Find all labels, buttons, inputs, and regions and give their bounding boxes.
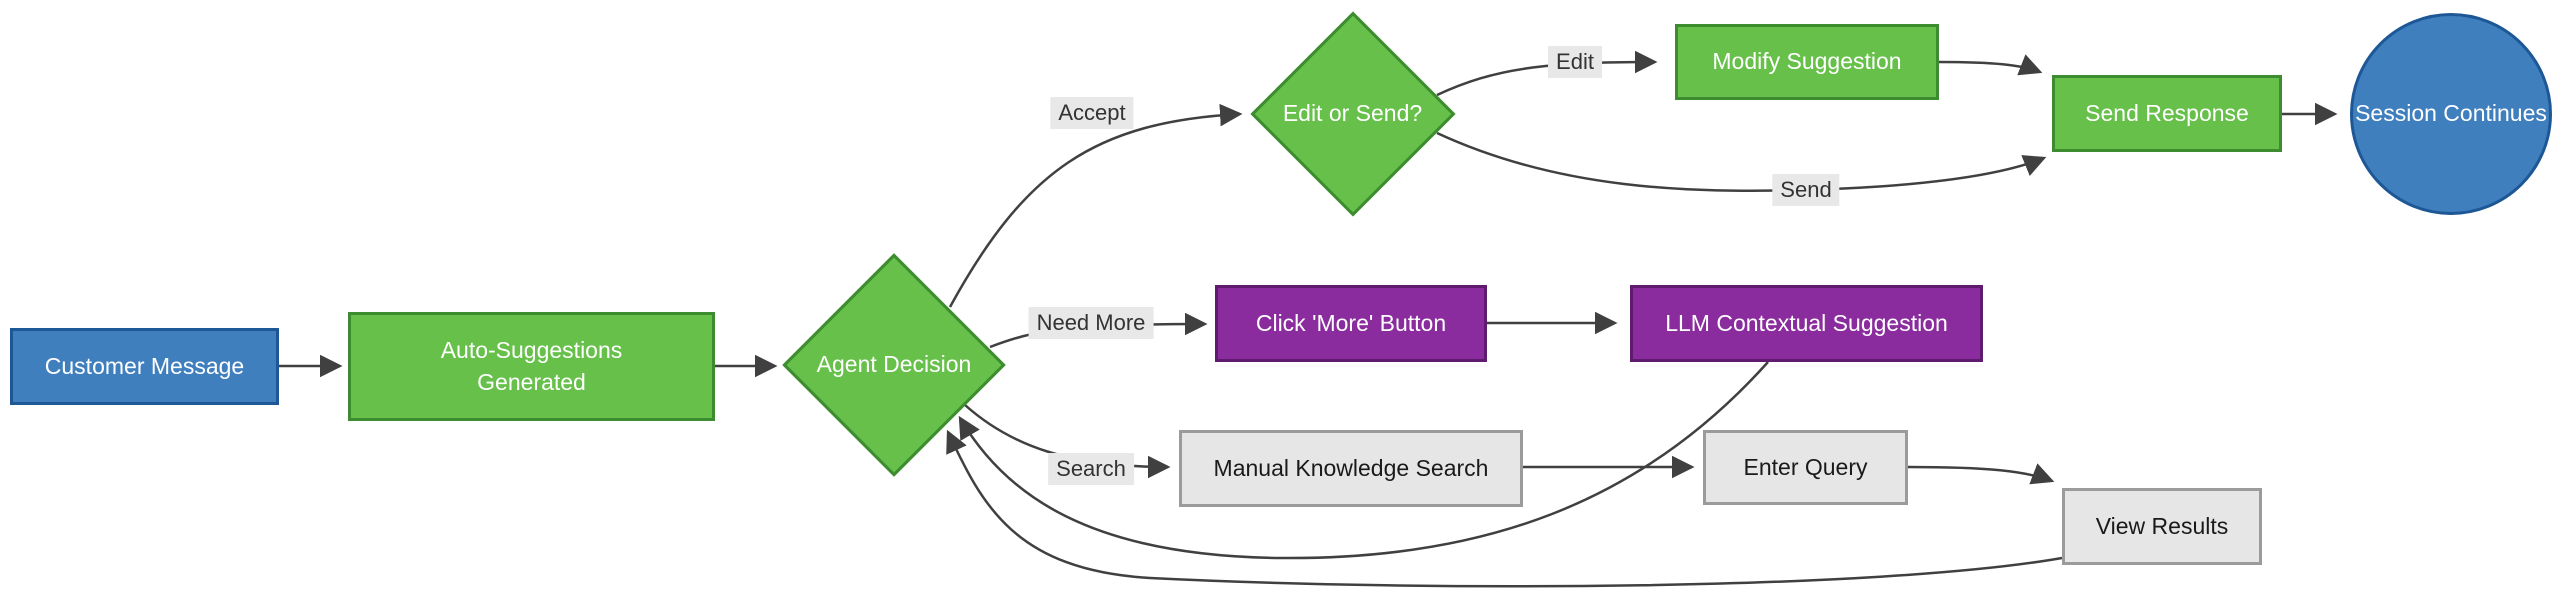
node-customer-message-label: Customer Message (44, 352, 245, 379)
node-send-response: Send Response (2052, 75, 2282, 152)
edge-label-accept: Accept (1050, 97, 1134, 129)
node-modify-suggestion-label: Modify Suggestion (1712, 48, 1902, 75)
node-auto-suggestions-label: Auto-Suggestions Generated (440, 337, 623, 395)
node-session-continues: Session Continues (2350, 13, 2552, 215)
node-customer-message: Customer Message (10, 328, 279, 405)
edge-label-send: Send (1772, 174, 1840, 206)
edge-label-edit: Edit (1548, 46, 1602, 78)
node-edit-or-send: Edit or Send? (1249, 11, 1456, 217)
edge-editsend-to-modify (1436, 50, 1658, 97)
edge-label-need-more: Need More (1028, 307, 1154, 339)
node-click-more-button: Click 'More' Button (1215, 285, 1487, 362)
node-manual-knowledge-search: Manual Knowledge Search (1179, 430, 1523, 507)
edge-label-search: Search (1048, 453, 1134, 485)
node-enter-query-label: Enter Query (1743, 453, 1868, 480)
edge-viewresults-to-decision (946, 429, 2063, 588)
node-auto-suggestions: Auto-Suggestions Generated (348, 312, 715, 421)
node-enter-query: Enter Query (1703, 430, 1908, 505)
node-edit-or-send-label: Edit or Send? (1282, 100, 1423, 127)
node-llm-contextual-suggestion-label: LLM Contextual Suggestion (1665, 309, 1948, 336)
node-send-response-label: Send Response (2085, 99, 2249, 126)
node-click-more-button-label: Click 'More' Button (1255, 309, 1447, 336)
edge-decision-to-editsend (948, 103, 1243, 308)
node-modify-suggestion: Modify Suggestion (1675, 24, 1939, 100)
edge-llm-to-decision (958, 361, 1769, 560)
node-session-continues-label: Session Continues (2355, 100, 2547, 127)
node-agent-decision: Agent Decision (782, 253, 1006, 477)
node-agent-decision-label: Agent Decision (816, 351, 972, 378)
edge-decision-to-manual (964, 404, 1171, 479)
node-view-results-label: View Results (2095, 512, 2229, 539)
edge-enterquery-to-viewresults (1907, 463, 2055, 485)
node-view-results: View Results (2062, 488, 2262, 565)
node-manual-knowledge-search-label: Manual Knowledge Search (1213, 454, 1489, 481)
edge-editsend-to-sendresponse (1436, 131, 2047, 193)
node-llm-contextual-suggestion: LLM Contextual Suggestion (1630, 285, 1983, 362)
edge-modify-to-sendresponse (1938, 54, 2043, 76)
